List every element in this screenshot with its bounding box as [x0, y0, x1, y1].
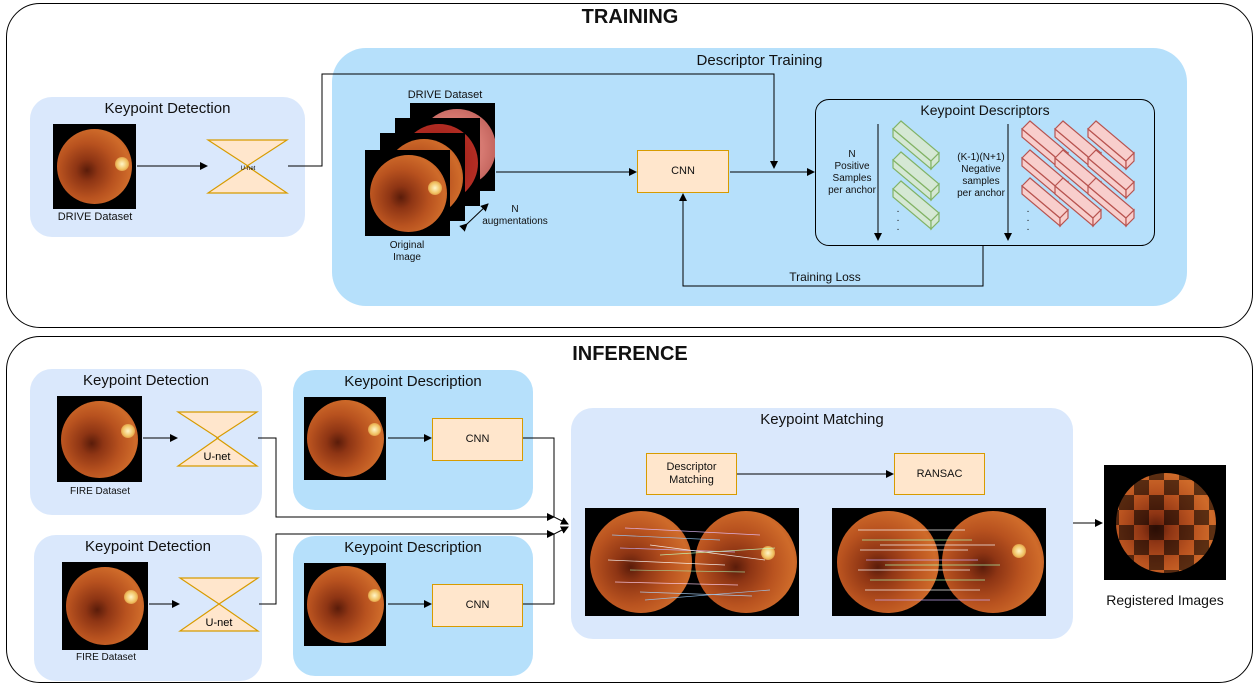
augmentations-label: N augmentations	[482, 204, 548, 227]
training-cnn-box: CNN	[637, 150, 729, 193]
descriptor-training-title: Descriptor Training	[696, 52, 823, 69]
top-fire-retina-image	[57, 396, 142, 482]
inference-title: INFERENCE	[572, 343, 688, 365]
arrow-top-unet-to-matching	[258, 437, 555, 521]
top-keypoint-detection-title: Keypoint Detection	[83, 372, 209, 389]
top-keypoint-description-title: Keypoint Description	[344, 373, 482, 390]
training-unet-label: U-net	[241, 166, 256, 172]
positive-dots: . . .	[896, 204, 900, 233]
keypoint-descriptors-box: Keypoint Descriptors	[815, 99, 1155, 246]
top-cnn-box: CNN	[432, 418, 523, 461]
negative-dots: . . .	[1026, 204, 1030, 233]
top-description-retina-image	[304, 397, 386, 480]
stack-drive-dataset-label: DRIVE Dataset	[407, 89, 483, 101]
positive-samples-label: N Positive Samples per anchor	[828, 149, 876, 196]
bottom-fire-dataset-label: FIRE Dataset	[75, 652, 137, 663]
descriptor-matching-box: Descriptor Matching	[646, 453, 737, 495]
bottom-cnn-box: CNN	[432, 584, 523, 627]
match-lines-pair-1	[607, 527, 776, 601]
negative-sample-cubes	[1021, 120, 1135, 228]
original-image-label: Original Image	[389, 240, 425, 263]
top-unet-label: U-net	[204, 451, 231, 463]
inference-section	[6, 336, 1253, 683]
arrow-top-cnn-to-matching	[523, 437, 569, 525]
top-unet-icon: U-net	[175, 411, 260, 467]
keypoint-descriptors-title: Keypoint Descriptors	[920, 102, 1050, 118]
arrow-bottom-unet-to-matching	[259, 530, 555, 605]
training-drive-retina-image	[53, 124, 136, 209]
positive-sample-cubes	[892, 120, 940, 231]
arrow-bottom-cnn-to-matching	[523, 526, 569, 605]
negative-samples-label: (K-1)(N+1) Negative samples per anchor	[957, 152, 1005, 199]
bottom-fire-retina-image	[62, 562, 148, 650]
bottom-unet-label: U-net	[206, 617, 233, 629]
top-fire-dataset-label: FIRE Dataset	[69, 486, 131, 497]
matching-image-pair-2	[832, 508, 1046, 616]
augmentations-double-arrow	[459, 203, 489, 232]
training-title: TRAINING	[581, 6, 679, 28]
original-retina-image	[365, 150, 450, 236]
match-lines-pair-2	[858, 529, 1000, 601]
checkerboard-overlay	[1104, 465, 1226, 580]
keypoint-matching-title: Keypoint Matching	[760, 411, 884, 428]
arrow-unet-to-descriptors	[288, 73, 778, 169]
registered-images-label: Registered Images	[1106, 592, 1224, 608]
bottom-description-retina-image	[304, 563, 386, 646]
training-unet-icon: U-net	[205, 139, 290, 194]
training-drive-dataset-label: DRIVE Dataset	[57, 211, 133, 223]
bottom-keypoint-description-title: Keypoint Description	[344, 539, 482, 556]
registered-image	[1104, 465, 1226, 580]
bottom-unet-icon: U-net	[178, 577, 260, 632]
training-keypoint-detection-title: Keypoint Detection	[104, 100, 231, 117]
ransac-box: RANSAC	[894, 453, 985, 495]
bottom-keypoint-detection-title: Keypoint Detection	[85, 538, 211, 555]
arrow-training-loss	[679, 193, 984, 287]
training-loss-label: Training Loss	[789, 270, 861, 284]
training-section	[6, 3, 1253, 328]
matching-image-pair-1	[585, 508, 799, 616]
